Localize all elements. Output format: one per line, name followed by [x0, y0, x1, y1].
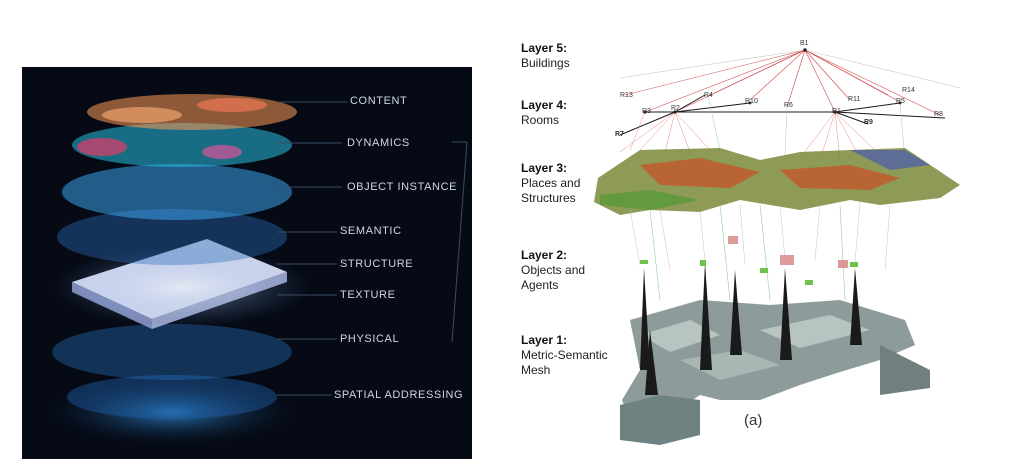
node-label-r4: R4: [704, 92, 713, 99]
layer-3-desc-1: Places and: [521, 176, 581, 190]
node-label-r5: R5: [896, 98, 905, 105]
label-semantic: SEMANTIC: [340, 225, 402, 237]
layer-2-desc-2: Agents: [521, 278, 559, 292]
spatial-addressing-layer: [42, 377, 302, 447]
node-label-r6: R6: [784, 102, 793, 109]
label-texture: TEXTURE: [340, 289, 396, 301]
node-label-r9: R9: [864, 119, 873, 126]
layer-4-desc: Rooms: [521, 113, 560, 127]
layered-map-illustration: CONTENT DYNAMICS OBJECT INSTANCE SEMANTI…: [22, 67, 472, 459]
building-room-edges: [624, 49, 941, 116]
node-label-r14: R14: [902, 87, 915, 94]
layer-3-title: Layer 3:: [521, 161, 568, 175]
label-content: CONTENT: [350, 95, 408, 107]
layer-5-label: Layer 5: Buildings: [521, 41, 570, 71]
label-spatial-addressing: SPATIAL ADDRESSING: [334, 389, 464, 401]
layer-1-label: Layer 1: Metric-Semantic Mesh: [521, 333, 608, 378]
node-label-r1: R1: [832, 108, 841, 115]
layer-stack-graphic: [42, 94, 468, 447]
room-adjacency-edges: [619, 94, 946, 136]
label-physical: PHYSICAL: [340, 333, 400, 345]
physical-layer: [52, 324, 292, 380]
label-object-instance: OBJECT INSTANCE: [347, 181, 458, 193]
node-label-r3: R3: [642, 108, 651, 115]
object-instance-layer: [62, 164, 292, 220]
layer-2-label: Layer 2: Objects and Agents: [521, 248, 585, 293]
layer-1-title: Layer 1:: [521, 333, 568, 347]
node-label-r11: R11: [848, 96, 861, 103]
node-b1: [803, 48, 807, 52]
node-label-r13: R13: [620, 92, 633, 99]
layer-1-desc-2: Mesh: [521, 363, 551, 377]
figure-caption: (a): [744, 412, 763, 429]
label-leader-lines: [277, 101, 468, 396]
layer-1-desc-1: Metric-Semantic: [521, 348, 608, 362]
layer-4-label: Layer 4: Rooms: [521, 98, 567, 128]
layer-3-desc-2: Structures: [521, 191, 576, 205]
layer-5-title: Layer 5:: [521, 41, 568, 55]
node-label-r8: R8: [934, 111, 943, 118]
layer-2-desc-1: Objects and: [521, 263, 586, 277]
node-label-b1: B1: [800, 40, 809, 47]
layer-4-title: Layer 4:: [521, 98, 568, 112]
node-label-r10: R10: [745, 98, 758, 105]
node-label-r7: R7: [615, 131, 624, 138]
layer-5-desc: Buildings: [521, 56, 570, 70]
label-structure: STRUCTURE: [340, 258, 414, 270]
node-label-r2: R2: [671, 105, 680, 112]
layer-3-label: Layer 3: Places and Structures: [521, 161, 580, 206]
layer-2-title: Layer 2:: [521, 248, 568, 262]
semantic-layer: [57, 209, 287, 265]
object-cones: [640, 262, 862, 395]
label-dynamics: DYNAMICS: [347, 137, 410, 149]
